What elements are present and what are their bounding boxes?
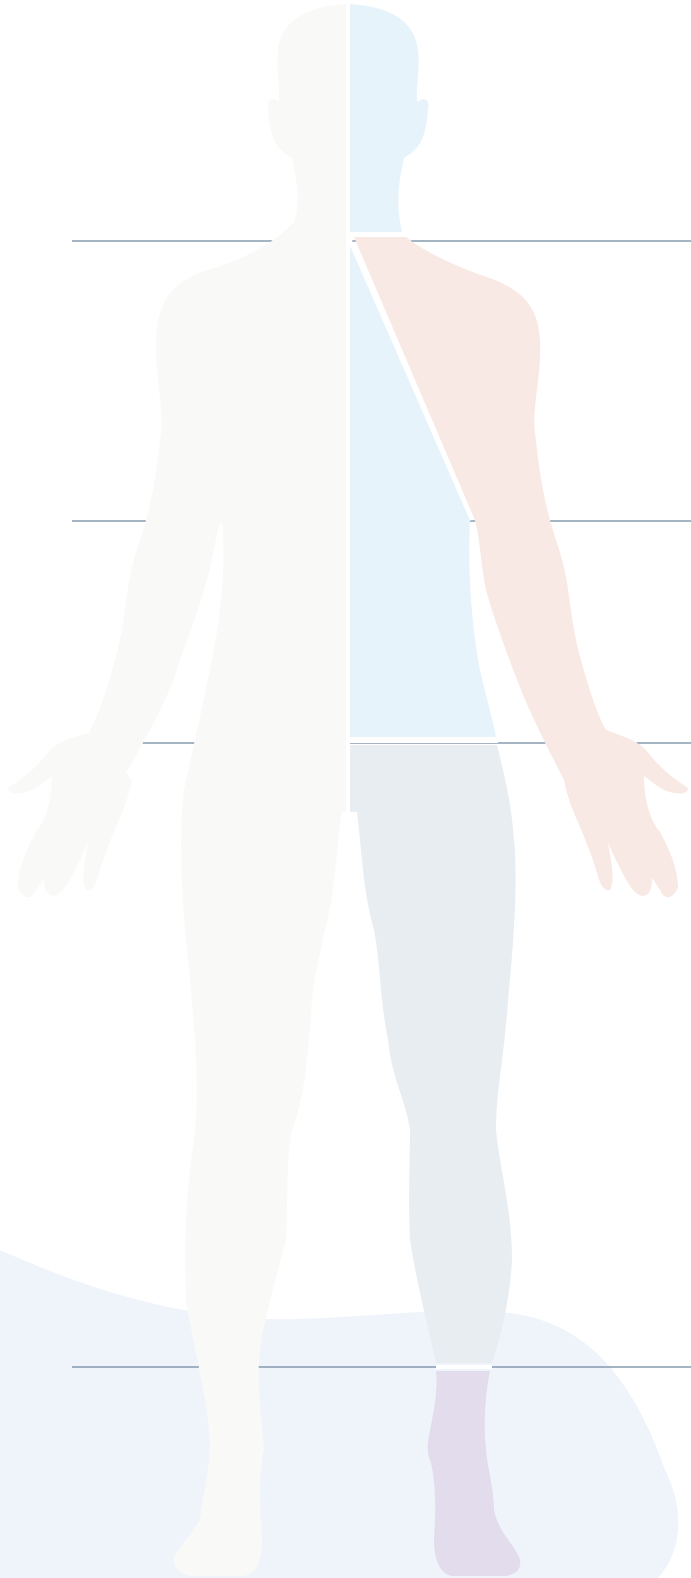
region-leg (348, 745, 516, 1363)
backdrop-blob (0, 1250, 678, 1578)
region-head-neck (348, 4, 428, 232)
